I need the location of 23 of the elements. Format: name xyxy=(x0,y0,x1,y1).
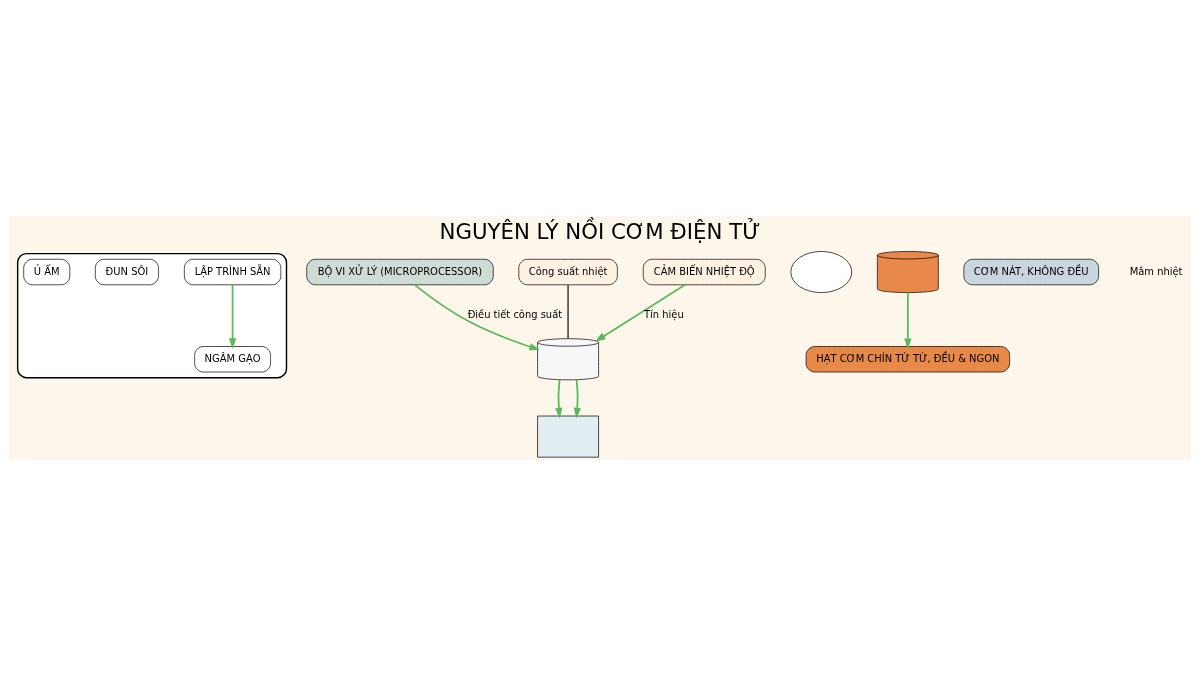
connector xyxy=(567,283,569,339)
node-box: CẢM BIẾN NHIỆT ĐỘ xyxy=(642,258,766,285)
node-box: ĐUN SÔI xyxy=(94,258,159,285)
node-box: Ủ ẤM xyxy=(23,258,71,285)
node-box xyxy=(537,415,599,457)
arrow xyxy=(555,378,563,418)
cluster xyxy=(16,252,288,378)
edge-label: Điều tiết công suất xyxy=(467,308,563,320)
arrow xyxy=(413,283,540,350)
node-box: Công suất nhiệt xyxy=(518,258,618,285)
label: Mâm nhiệt xyxy=(1129,265,1183,277)
node-box: HẠT CƠM CHÍN TỪ TỪ, ĐỀU & NGON xyxy=(805,345,1010,372)
node-cloud xyxy=(790,250,853,293)
node-box: LẬP TRÌNH SẴN xyxy=(184,258,282,285)
diagram-title: NGUYÊN LÝ NỒI CƠM ĐIỆN TỬ xyxy=(439,218,761,244)
node-box: CƠM NÁT, KHÔNG ĐỀU xyxy=(963,258,1099,285)
edge-label: Tín hiệu xyxy=(643,308,684,320)
arrow xyxy=(594,283,686,342)
node-box: BỘ VI XỬ LÝ (MICROPROCESSOR) xyxy=(306,258,494,285)
node-box: NGÂM GẠO xyxy=(194,345,271,372)
arrow xyxy=(228,283,237,349)
arrow xyxy=(573,378,582,418)
arrow xyxy=(904,291,912,349)
